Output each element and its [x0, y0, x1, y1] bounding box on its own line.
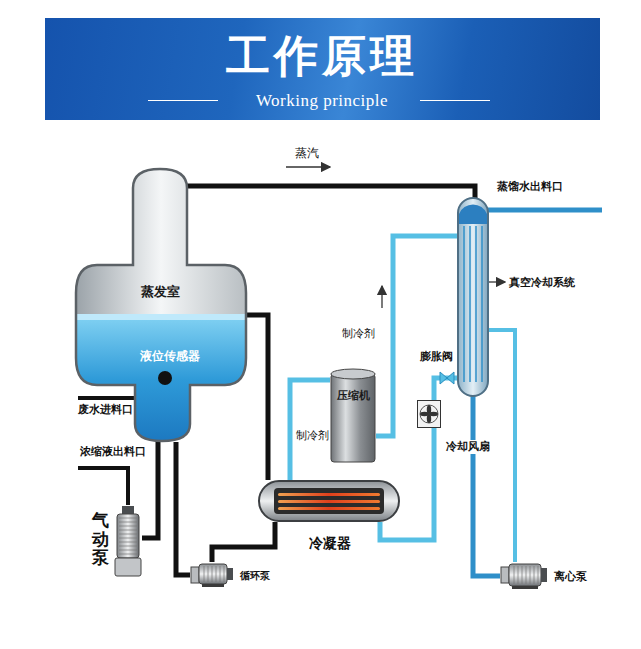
system-label: 真空冷却系统 — [509, 276, 575, 290]
distillate-pipe — [473, 394, 500, 576]
banner-rule — [420, 100, 490, 101]
flow-arrow — [381, 286, 382, 308]
tube — [475, 226, 477, 382]
tube — [469, 226, 471, 382]
circulation-pump-shape — [190, 562, 234, 588]
outlet-pipe — [486, 208, 602, 213]
text-holder: 液位传感器 — [140, 348, 200, 365]
condenser: 冷凝器 — [258, 480, 400, 522]
text-holder: 浓缩液出料口 — [80, 445, 146, 459]
text-holder: 压缩机 — [337, 389, 370, 403]
text-holder: 真空冷却系统 — [509, 276, 575, 290]
cooling-fan-shape — [417, 400, 441, 428]
evaporator-chamber: 蒸发室液位传感器 — [75, 168, 247, 442]
pipe-connector — [290, 380, 330, 480]
text-holder: 蒸发室 — [141, 283, 180, 301]
pipe-connector — [176, 442, 190, 575]
flow-label: 制冷剂 — [296, 429, 329, 443]
node-label: 循环泵 — [240, 569, 270, 583]
tube — [463, 226, 465, 382]
evaporator-chamber-shape — [75, 168, 247, 442]
text-holder: 冷却风扇 — [445, 440, 491, 454]
text-holder: 循环泵 — [240, 569, 270, 583]
pneumatic-pump: 气动泵 — [114, 505, 142, 577]
text-holder: 蒸汽 — [295, 145, 319, 162]
port-label: 废水进料口 — [78, 403, 133, 417]
banner-rule — [148, 100, 218, 101]
subtitle: Working principle — [256, 91, 388, 111]
centrifugal-pump: 离心泵 — [500, 562, 548, 590]
node-label: 蒸发室 — [141, 283, 180, 301]
text-holder: 气动泵 — [92, 511, 109, 567]
node-label: 离心泵 — [554, 570, 587, 584]
node-label: 冷凝器 — [309, 535, 351, 553]
node-label: 液位传感器 — [140, 348, 200, 365]
pipe-connector — [212, 522, 275, 562]
heat-exchanger-head — [459, 204, 487, 224]
refrigerant-pipe — [376, 236, 459, 436]
tube — [481, 226, 483, 382]
flow-label: 蒸汽 — [295, 145, 319, 162]
title: 工作原理 — [226, 27, 418, 86]
valve-label: 膨胀阀 — [420, 350, 453, 364]
compressor: 压缩机 — [330, 368, 376, 464]
inlet-pipe — [78, 396, 136, 400]
text-holder: 工作原理 — [226, 27, 418, 86]
centrifugal-pump-shape — [500, 562, 548, 590]
text-holder: 制冷剂 — [296, 429, 329, 443]
distillate-pipe — [488, 330, 515, 562]
pneumatic-pump-shape — [114, 505, 142, 577]
text-holder: 膨胀阀 — [420, 350, 453, 364]
text-holder: 离心泵 — [554, 570, 587, 584]
circulation-pump: 循环泵 — [190, 562, 234, 588]
text-holder: 制冷剂 — [342, 326, 375, 341]
expansion-valve — [440, 372, 454, 384]
flow-arrow — [489, 281, 505, 282]
text-holder: 废水进料口 — [78, 403, 133, 417]
heat-exchanger — [458, 198, 488, 396]
text-holder: 冷凝器 — [309, 535, 351, 553]
condenser-shape — [258, 480, 400, 522]
node-label: 压缩机 — [337, 389, 370, 403]
steam-pipe — [186, 186, 475, 200]
node-label: 气动泵 — [92, 511, 109, 567]
pipe-connector — [247, 315, 268, 480]
cooling-fan: 冷却风扇 — [417, 400, 441, 428]
heat-exchanger-tubes — [464, 226, 482, 382]
text-holder: 蒸馏水出料口 — [497, 180, 563, 194]
node-label: 冷却风扇 — [445, 440, 491, 454]
flow-arrow — [286, 166, 330, 167]
compressor-shape — [330, 368, 376, 464]
outlet-pipe — [78, 468, 128, 505]
text-holder: Working principle — [256, 91, 388, 111]
port-label: 浓缩液出料口 — [80, 445, 146, 459]
flow-label: 制冷剂 — [342, 326, 375, 341]
port-label: 蒸馏水出料口 — [497, 180, 563, 194]
